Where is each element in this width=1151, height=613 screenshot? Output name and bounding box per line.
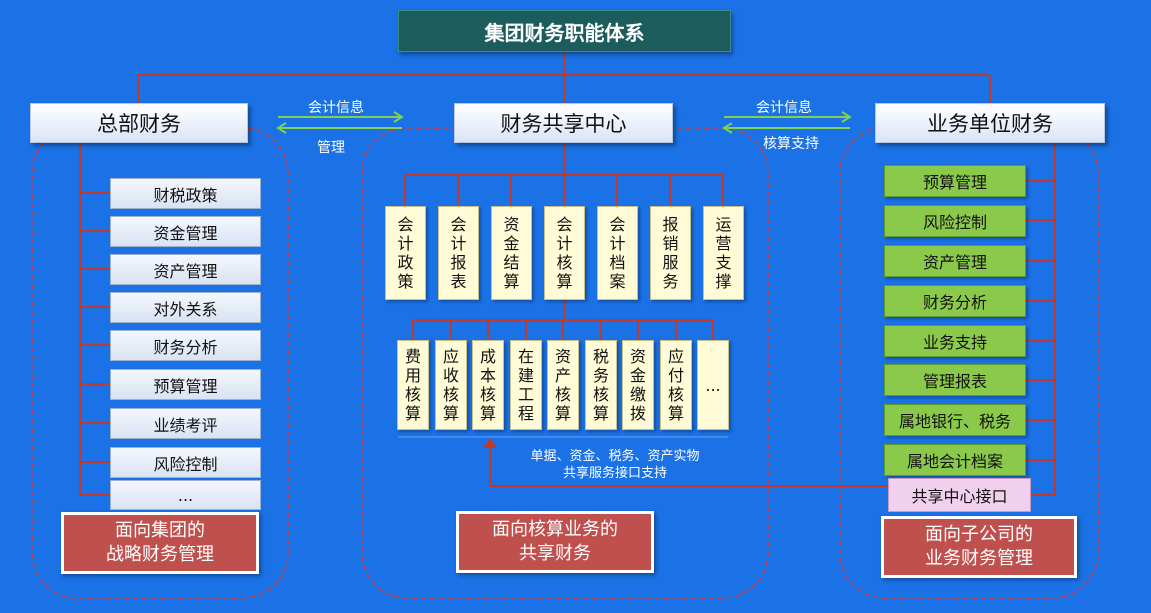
center-bottom-item: 应付核算 <box>660 340 692 430</box>
center-top-item: 会计核算 <box>544 206 585 300</box>
vertical-label: 会计档案 <box>609 215 626 291</box>
right-item: 风险控制 <box>884 205 1026 237</box>
interface-support-line2: 共享服务接口支持 <box>562 466 667 481</box>
left-item: ... <box>110 480 261 510</box>
left-arrow-bottom-label: 管理 <box>317 140 345 156</box>
right-header: 业务单位财务 <box>875 103 1105 143</box>
vertical-label: 资产核算 <box>554 347 571 423</box>
center-bottom-item: 成本核算 <box>472 340 504 430</box>
left-item: 财务分析 <box>110 330 261 361</box>
vertical-label: 运营支撑 <box>715 215 732 291</box>
right-item: 财务分析 <box>884 285 1026 317</box>
right-double-arrow <box>722 111 852 134</box>
vertical-label: 报销服务 <box>662 215 679 291</box>
right-item: 资产管理 <box>884 245 1026 277</box>
up-arrow-head <box>483 438 497 448</box>
left-arrow-top-label: 会计信息 <box>308 100 364 116</box>
vertical-label: 资金结算 <box>503 215 520 291</box>
left-footer: 面向集团的 战略财务管理 <box>61 512 259 574</box>
diagram-title: 集团财务职能体系 <box>398 10 731 52</box>
vertical-label: 会计报表 <box>450 215 467 291</box>
vertical-label: 会计核算 <box>556 215 573 291</box>
left-item: 风险控制 <box>110 447 261 478</box>
shared-center-interface: 共享中心接口 <box>888 478 1031 512</box>
center-top-item: 会计报表 <box>438 206 479 300</box>
left-item: 资金管理 <box>110 216 261 247</box>
left-header: 总部财务 <box>30 103 248 143</box>
right-item: 预算管理 <box>884 165 1026 197</box>
interface-support-text: 单据、资金、税务、资产实物 共享服务接口支持 <box>510 448 720 482</box>
left-item: 预算管理 <box>110 369 261 400</box>
center-bottom-item: 费用核算 <box>397 340 429 430</box>
center-bottom-item: ... <box>697 340 729 430</box>
center-top-item: 报销服务 <box>650 206 691 300</box>
left-item: 资产管理 <box>110 254 261 285</box>
right-item: 业务支持 <box>884 325 1026 357</box>
center-header: 财务共享中心 <box>454 103 673 143</box>
interface-support-line1: 单据、资金、税务、资产实物 <box>530 449 700 464</box>
vertical-label: 资金缴拨 <box>629 347 646 423</box>
vertical-label: 税务核算 <box>592 347 609 423</box>
center-top-item: 会计政策 <box>385 206 426 300</box>
right-item: 属地银行、税务 <box>884 404 1026 436</box>
left-item: 财税政策 <box>110 178 261 209</box>
center-bottom-item: 资金缴拨 <box>622 340 654 430</box>
left-item: 业绩考评 <box>110 408 261 439</box>
center-top-item: 资金结算 <box>491 206 532 300</box>
vertical-label: 应付核算 <box>667 347 684 423</box>
vertical-label: 应收核算 <box>442 347 459 423</box>
center-bottom-item: 资产核算 <box>547 340 579 430</box>
center-top-item: 运营支撑 <box>703 206 744 300</box>
center-top-item: 会计档案 <box>597 206 638 300</box>
right-arrow-top-label: 会计信息 <box>756 100 812 116</box>
right-arrow-bottom-label: 核算支持 <box>763 136 819 152</box>
left-item: 对外关系 <box>110 292 261 323</box>
right-item: 属地会计档案 <box>884 444 1026 476</box>
right-item: 管理报表 <box>884 364 1026 396</box>
vertical-label: 费用核算 <box>404 347 421 423</box>
vertical-label: 在建工程 <box>517 347 534 423</box>
left-double-arrow <box>276 111 404 134</box>
center-footer: 面向核算业务的 共享财务 <box>456 511 654 573</box>
center-bottom-item: 在建工程 <box>510 340 542 430</box>
center-bottom-item: 税务核算 <box>585 340 617 430</box>
vertical-label: 会计政策 <box>397 215 414 291</box>
vertical-label: 成本核算 <box>479 347 496 423</box>
right-footer: 面向子公司的 业务财务管理 <box>881 516 1077 578</box>
center-bottom-item: 应收核算 <box>435 340 467 430</box>
